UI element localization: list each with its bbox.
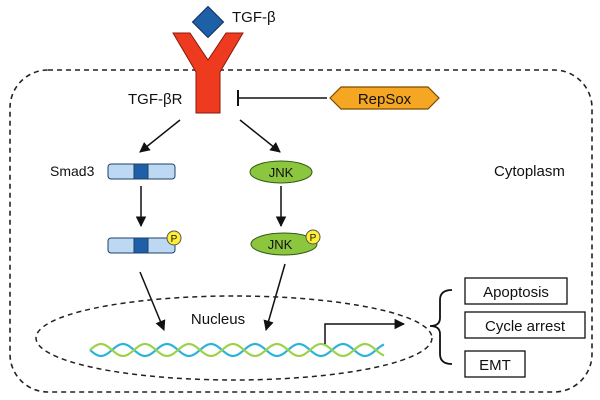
smad3-core-icon (133, 163, 149, 180)
jnk-phosphate-icon (305, 229, 321, 245)
outcome-label-cycle-arrest: Cycle arrest (485, 318, 566, 335)
outcome-box-cycle-arrest: Cycle arrest (464, 311, 586, 339)
cell-boundary (9, 69, 593, 393)
phospho-jnk-label: JNK (268, 237, 293, 252)
smad3-label: Smad3 (50, 163, 95, 179)
phospho-smad3-core-icon (133, 237, 149, 254)
outcome-box-emt: EMT (464, 350, 526, 378)
jnk-label: JNK (269, 165, 294, 180)
nucleus-boundary (35, 295, 433, 381)
repsox-label: RepSox (358, 91, 412, 108)
jnk-phosphate-label: P (310, 233, 317, 244)
jnk-protein-icon (249, 160, 313, 184)
outcome-brace (429, 289, 453, 365)
arrow-psmad3-to-nucleus (139, 271, 166, 331)
cytoplasm-label: Cytoplasm (494, 163, 565, 180)
tgf-beta-receptor-label: TGF-βR (128, 91, 183, 108)
phospho-jnk-protein-icon (250, 232, 318, 256)
outcome-label-apoptosis: Apoptosis (483, 284, 549, 301)
repsox-inhibitor-icon (329, 86, 440, 110)
arrow-receptor-to-smad3 (139, 119, 181, 153)
nucleus-label: Nucleus (191, 311, 245, 328)
arrow-transcription (324, 318, 406, 344)
outcome-box-apoptosis: Apoptosis (464, 277, 568, 305)
tgf-beta-receptor-icon (172, 32, 244, 114)
tgf-beta-ligand-icon (191, 5, 225, 39)
arrow-receptor-to-jnk (239, 119, 281, 153)
outcome-label-emt: EMT (479, 357, 511, 374)
smad3-phosphate-icon (166, 230, 182, 246)
smad3-phosphate-label: P (171, 234, 178, 245)
tgf-beta-label: TGF-β (232, 9, 276, 26)
dna-helix-icon (89, 342, 385, 358)
